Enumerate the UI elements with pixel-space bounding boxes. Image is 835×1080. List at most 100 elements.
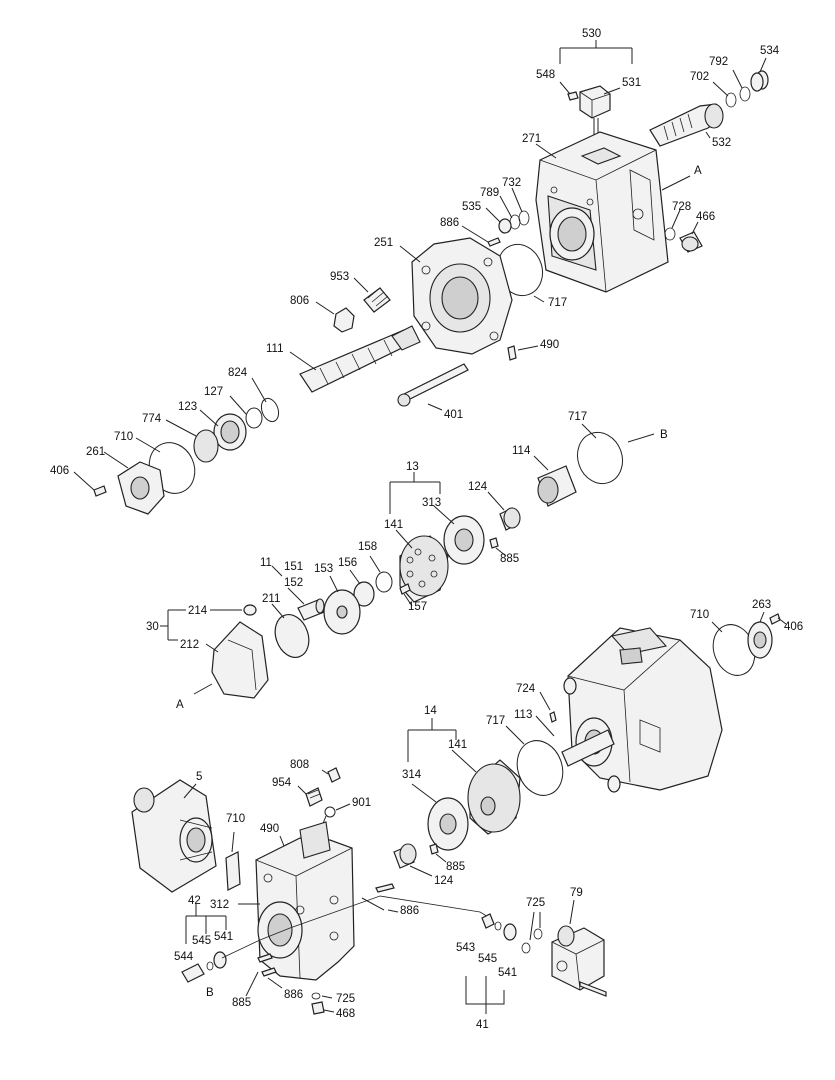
label-774: 774	[142, 413, 162, 425]
part-251-cover	[411, 237, 513, 355]
label-732: 732	[502, 177, 521, 189]
label-214: 214	[188, 605, 208, 617]
part-113-shaft	[561, 729, 615, 767]
label-406-left: 406	[50, 465, 69, 477]
label-545-right: 545	[478, 953, 497, 965]
part-313-plate	[443, 515, 485, 565]
part-153	[323, 589, 361, 635]
label-5: 5	[196, 771, 202, 783]
label-544: 544	[174, 951, 194, 963]
label-141-low: 141	[448, 739, 467, 751]
label-545-left: 545	[192, 935, 211, 947]
label-543: 543	[456, 942, 475, 954]
label-A-mid: A	[176, 699, 184, 711]
label-113: 113	[514, 709, 532, 721]
label-710-low: 710	[226, 813, 245, 825]
label-13: 13	[406, 461, 419, 473]
label-A-top: A	[694, 165, 702, 177]
label-B-low: B	[206, 987, 214, 999]
part-152	[297, 598, 325, 621]
label-717-top: 717	[548, 297, 567, 309]
part-532	[649, 103, 724, 147]
label-792: 792	[709, 56, 728, 68]
labels: 530 548 531 534 792 702 532 271 A 732 78…	[50, 28, 803, 1031]
label-41: 41	[476, 1019, 489, 1031]
label-123: 123	[178, 401, 197, 413]
label-535: 535	[462, 201, 481, 213]
label-401: 401	[444, 409, 463, 421]
label-14: 14	[424, 705, 437, 717]
part-314-plate	[427, 797, 469, 851]
label-886-mid: 886	[400, 905, 419, 917]
label-153: 153	[314, 563, 333, 575]
label-157: 157	[408, 601, 427, 613]
label-271: 271	[522, 133, 541, 145]
part-263	[747, 621, 773, 659]
part-466	[679, 231, 703, 253]
label-30: 30	[146, 621, 159, 633]
label-11: 11	[260, 557, 272, 569]
part-123-bearing	[213, 413, 247, 451]
part-124a	[499, 507, 521, 531]
label-141-mid: 141	[384, 519, 403, 531]
label-728: 728	[672, 201, 691, 213]
label-534: 534	[760, 45, 780, 57]
part-housing-right	[563, 627, 723, 793]
label-42: 42	[188, 895, 201, 907]
label-531: 531	[622, 77, 641, 89]
label-152: 152	[284, 577, 303, 589]
label-251: 251	[374, 237, 393, 249]
label-824: 824	[228, 367, 248, 379]
part-5-gear-pump	[131, 779, 217, 893]
part-312-valve-block	[255, 821, 355, 981]
part-79-valve	[551, 925, 607, 997]
label-211: 211	[262, 593, 280, 605]
label-530: 530	[582, 28, 601, 40]
part-541a	[213, 951, 227, 969]
label-886-top: 886	[440, 217, 459, 229]
label-541-right: 541	[498, 967, 517, 979]
label-808: 808	[290, 759, 309, 771]
part-531	[579, 85, 611, 119]
label-468: 468	[336, 1008, 355, 1020]
label-725-left: 725	[336, 993, 355, 1005]
label-789: 789	[480, 187, 499, 199]
label-548: 548	[536, 69, 555, 81]
part-541b	[503, 923, 517, 941]
label-156: 156	[338, 557, 357, 569]
label-314: 314	[402, 769, 422, 781]
label-953: 953	[330, 271, 349, 283]
label-406-right: 406	[784, 621, 803, 633]
part-271-housing	[535, 131, 669, 293]
label-212: 212	[180, 639, 199, 651]
label-885-bottom: 885	[232, 997, 251, 1009]
label-151: 151	[284, 561, 303, 573]
part-141b-cylinder	[467, 759, 521, 835]
label-541-left: 541	[214, 931, 233, 943]
label-886-bottom: 886	[284, 989, 303, 1001]
label-124-mid: 124	[468, 481, 488, 493]
label-114: 114	[512, 445, 531, 457]
label-717-low: 717	[486, 715, 505, 727]
label-B-top: B	[660, 429, 668, 441]
part-544	[181, 963, 205, 983]
label-124-low: 124	[434, 875, 454, 887]
part-212-swash	[211, 621, 269, 699]
label-710-right: 710	[690, 609, 709, 621]
label-158: 158	[358, 541, 377, 553]
label-79: 79	[570, 887, 583, 899]
label-261: 261	[86, 446, 105, 458]
label-313: 313	[422, 497, 441, 509]
label-806: 806	[290, 295, 309, 307]
label-466: 466	[696, 211, 715, 223]
label-490-low: 490	[260, 823, 279, 835]
label-724: 724	[516, 683, 536, 695]
part-953	[363, 287, 391, 313]
part-401-bolt	[397, 363, 469, 407]
label-954: 954	[272, 777, 292, 789]
label-312: 312	[210, 899, 229, 911]
label-111: 111	[266, 343, 283, 355]
part-114	[537, 465, 577, 507]
